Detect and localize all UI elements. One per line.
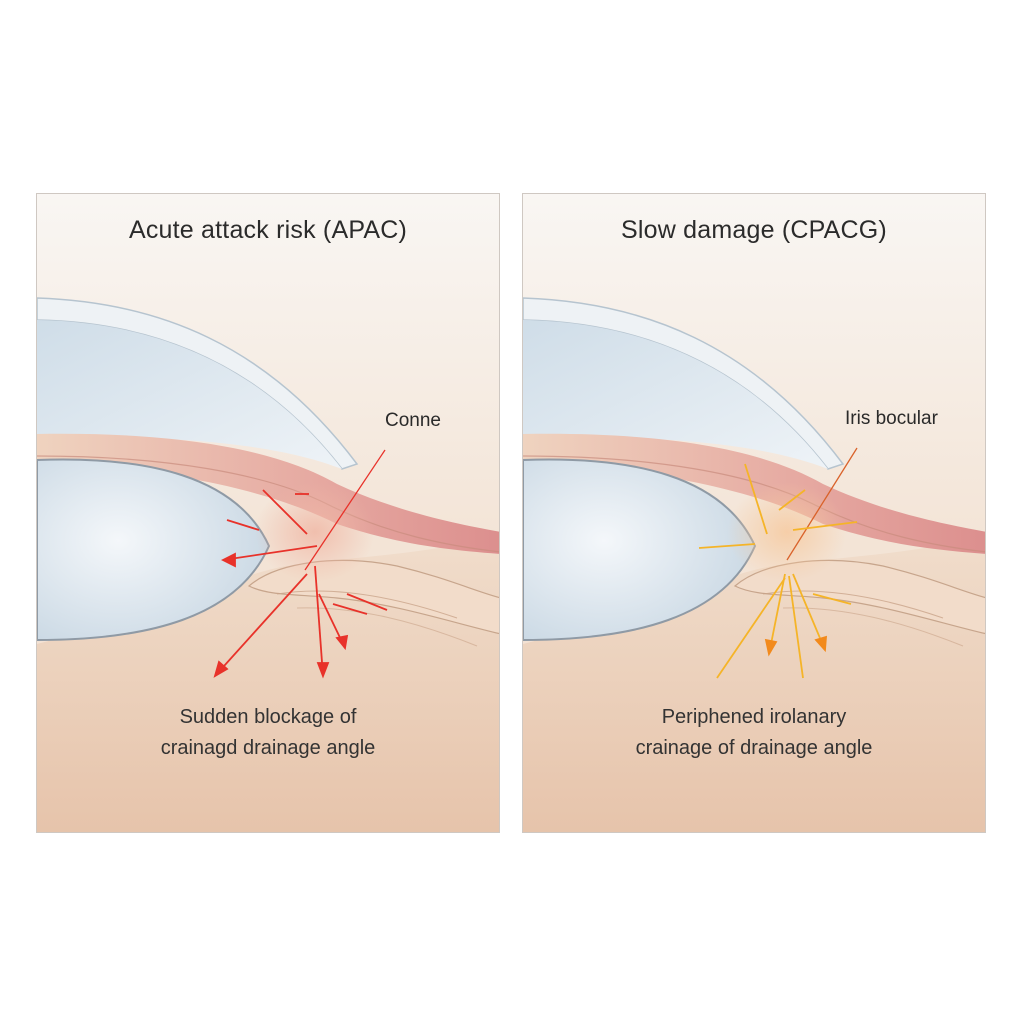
callout-line	[786, 447, 858, 561]
caption-line-2: crainage of drainage angle	[635, 737, 873, 759]
caption-line-1: Periphened irolanary	[661, 706, 847, 728]
panel-caption: Periphened irolanary crainage of drainag…	[523, 702, 985, 764]
angle-glow	[255, 482, 375, 582]
panel-caption: Sudden blockage of crainagd drainage ang…	[37, 702, 499, 764]
cornea	[37, 320, 342, 469]
caption-line-1: Sudden blockage of	[179, 706, 357, 728]
panel-title: Acute attack risk (APAC)	[128, 216, 408, 244]
cornea	[523, 320, 828, 469]
panel-title: Slow damage (CPACG)	[621, 216, 887, 244]
callout-label: Conne	[385, 410, 441, 431]
panel-cpacg: Slow damage (CPACG) Iris bocular Periphe…	[522, 193, 986, 833]
callout-label: Iris bocular	[845, 408, 938, 429]
lower-tissue	[523, 534, 985, 832]
caption-line-2: crainagd drainage angle	[160, 737, 376, 759]
angle-glow	[727, 482, 847, 582]
anatomy-illustration-apac	[37, 194, 499, 832]
pressure-arrows	[698, 463, 858, 679]
panel-apac: Acute attack risk (APAC) Conne Sudden bl…	[36, 193, 500, 833]
anatomy-illustration-cpacg	[523, 194, 985, 832]
pressure-arrows	[213, 489, 388, 679]
callout-line	[304, 449, 386, 571]
